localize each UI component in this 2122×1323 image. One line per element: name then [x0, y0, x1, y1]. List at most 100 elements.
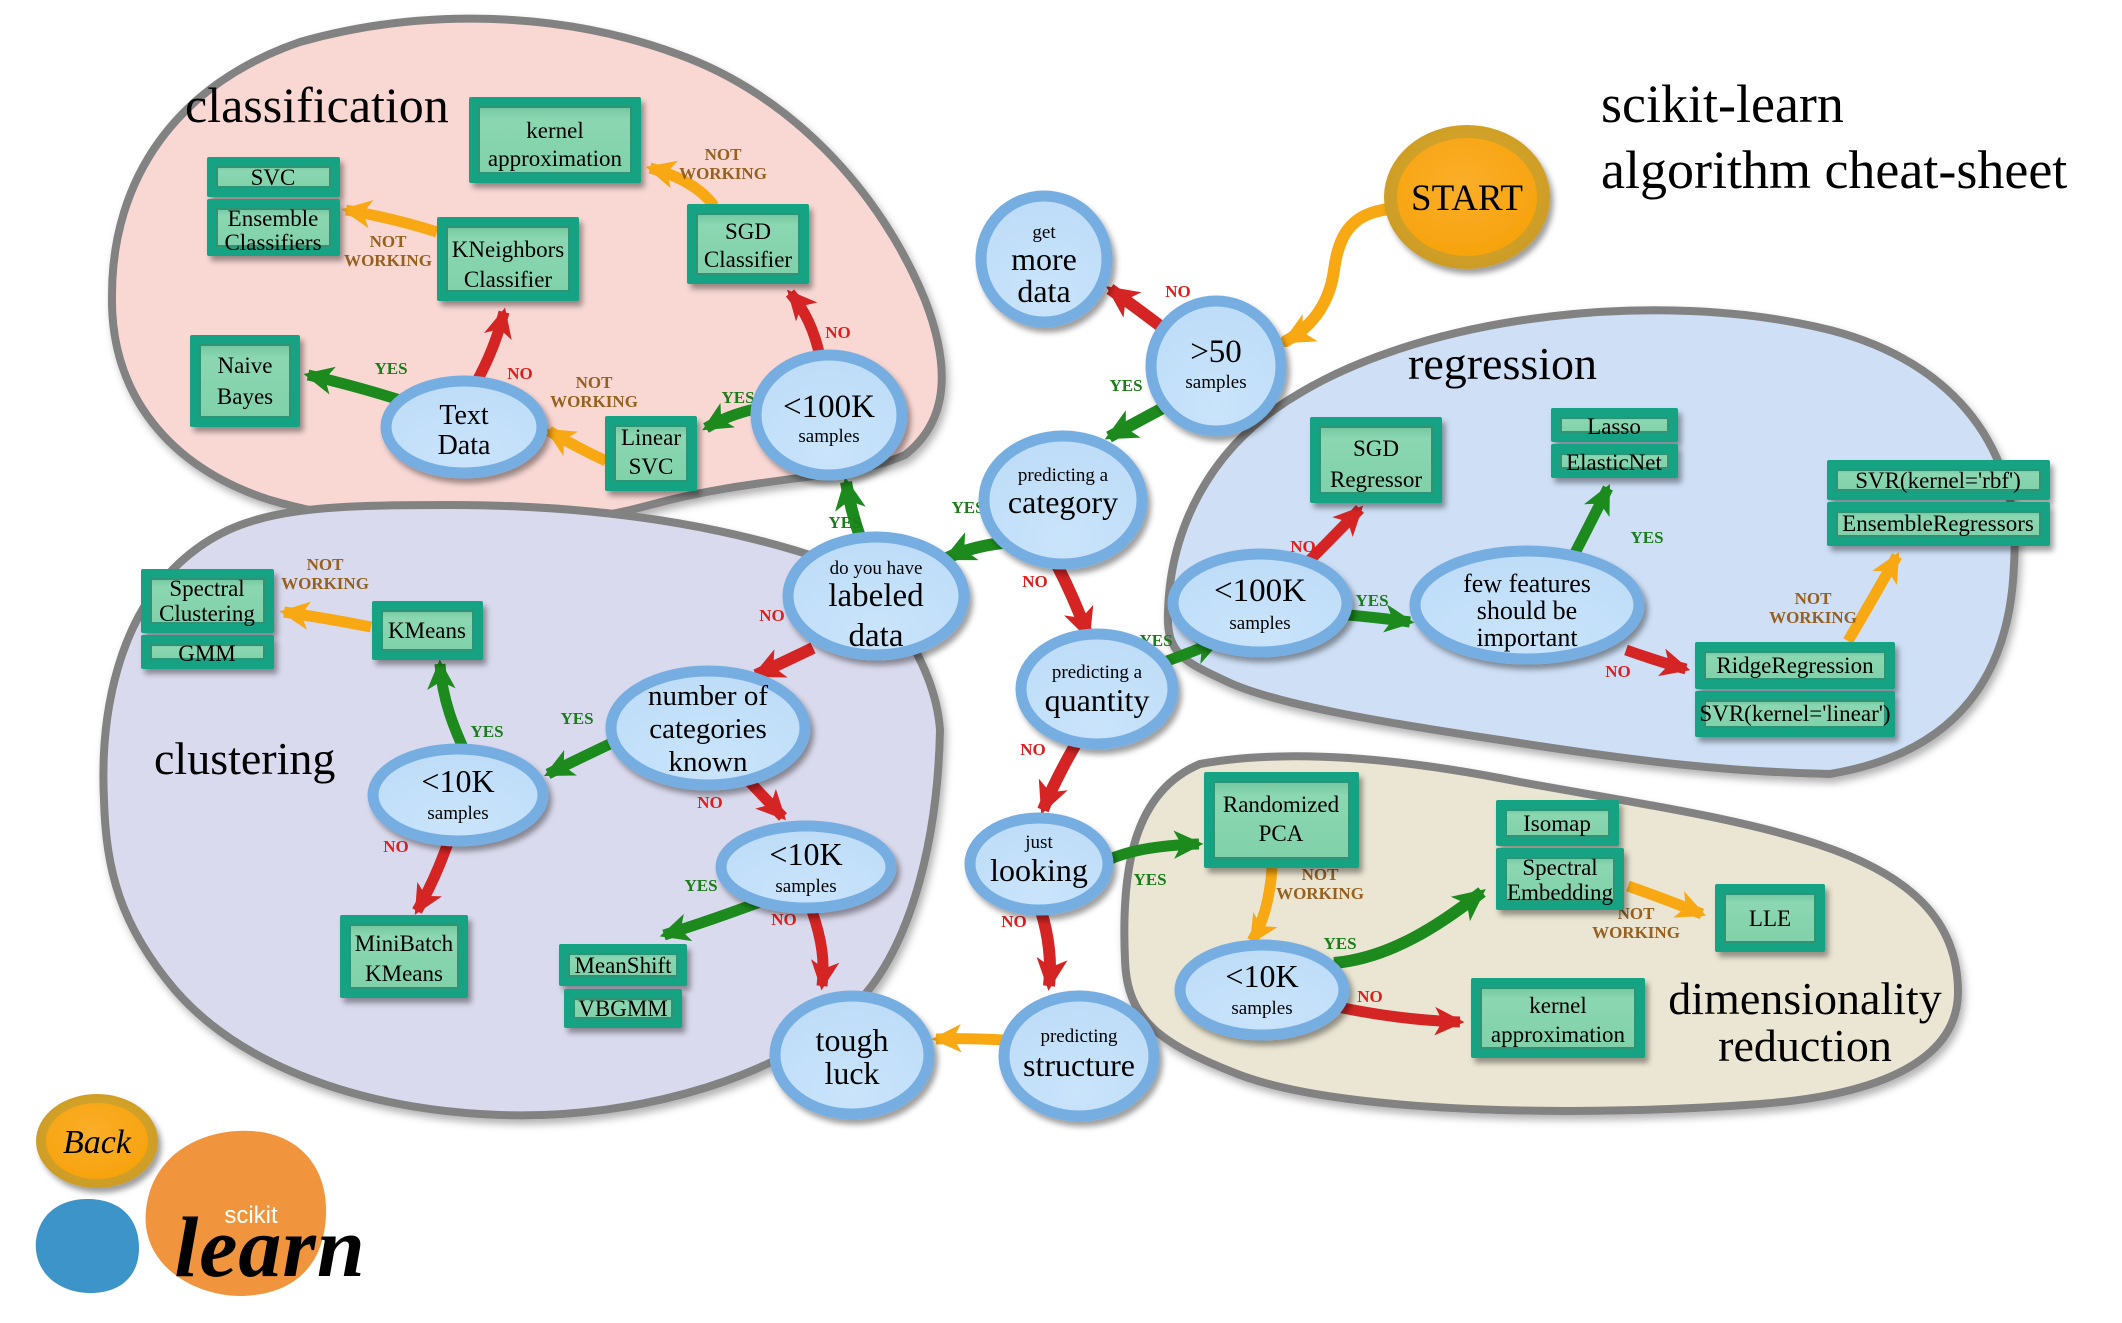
- svg-text:YES: YES: [684, 876, 717, 895]
- svg-text:Spectral: Spectral: [169, 576, 244, 601]
- svg-text:Isomap: Isomap: [1523, 811, 1591, 836]
- svg-text:<100K: <100K: [783, 389, 875, 425]
- svg-text:YES: YES: [1109, 376, 1142, 395]
- svg-text:clustering: clustering: [154, 733, 335, 784]
- svg-text:categories: categories: [649, 713, 767, 745]
- svg-text:Lasso: Lasso: [1587, 414, 1641, 439]
- svg-text:WORKING: WORKING: [1592, 923, 1680, 942]
- svg-text:few features: few features: [1463, 569, 1591, 598]
- svg-text:SGD: SGD: [1353, 436, 1399, 461]
- svg-text:NO: NO: [1020, 740, 1046, 759]
- svg-text:WORKING: WORKING: [1276, 884, 1364, 903]
- svg-text:YES: YES: [1133, 870, 1166, 889]
- svg-text:looking: looking: [990, 852, 1088, 888]
- svg-text:YES: YES: [1355, 591, 1388, 610]
- svg-text:SVC: SVC: [629, 454, 674, 479]
- svg-text:important: important: [1476, 623, 1578, 652]
- svg-text:PCA: PCA: [1259, 821, 1304, 846]
- svg-text:quantity: quantity: [1045, 682, 1150, 718]
- svg-text:samples: samples: [1231, 998, 1292, 1019]
- svg-text:VBGMM: VBGMM: [578, 996, 667, 1021]
- svg-text:YES: YES: [721, 388, 754, 407]
- svg-text:data: data: [1017, 273, 1070, 309]
- svg-text:KMeans: KMeans: [365, 961, 443, 986]
- svg-text:YES: YES: [470, 722, 503, 741]
- svg-text:NOT: NOT: [1795, 589, 1833, 608]
- svg-text:NOT: NOT: [1302, 865, 1340, 884]
- svg-text:Clustering: Clustering: [159, 601, 255, 626]
- svg-text:Regressor: Regressor: [1330, 467, 1422, 492]
- svg-text:Embedding: Embedding: [1507, 880, 1614, 905]
- svg-text:SGD: SGD: [725, 219, 771, 244]
- svg-text:samples: samples: [427, 803, 488, 824]
- svg-text:number of: number of: [648, 680, 768, 712]
- svg-text:NOT: NOT: [705, 145, 743, 164]
- svg-text:NO: NO: [759, 606, 785, 625]
- svg-text:NO: NO: [1022, 572, 1048, 591]
- svg-text:YES: YES: [951, 498, 984, 517]
- svg-text:data: data: [849, 618, 904, 654]
- svg-text:WORKING: WORKING: [344, 251, 432, 270]
- svg-text:classification: classification: [185, 77, 449, 133]
- svg-text:algorithm cheat-sheet: algorithm cheat-sheet: [1601, 140, 2067, 200]
- svg-text:MiniBatch: MiniBatch: [355, 931, 454, 956]
- svg-text:<100K: <100K: [1214, 573, 1306, 609]
- svg-text:EnsembleRegressors: EnsembleRegressors: [1842, 511, 2034, 536]
- svg-text:YES: YES: [828, 513, 861, 532]
- svg-text:RidgeRegression: RidgeRegression: [1716, 653, 1874, 678]
- svg-text:NOT: NOT: [307, 555, 345, 574]
- svg-text:scikit-learn: scikit-learn: [1601, 74, 1844, 134]
- svg-text:GMM: GMM: [178, 641, 236, 666]
- svg-text:samples: samples: [775, 876, 836, 897]
- svg-text:START: START: [1411, 178, 1523, 219]
- svg-text:Classifier: Classifier: [464, 267, 552, 292]
- svg-text:WORKING: WORKING: [550, 392, 638, 411]
- svg-text:>50: >50: [1190, 334, 1242, 370]
- svg-text:Data: Data: [438, 430, 491, 461]
- svg-text:category: category: [1008, 484, 1118, 520]
- svg-text:SVR(kernel='linear'): SVR(kernel='linear'): [1699, 701, 1890, 726]
- svg-text:labeled: labeled: [828, 578, 924, 614]
- svg-text:luck: luck: [824, 1055, 879, 1091]
- svg-text:NO: NO: [1357, 987, 1383, 1006]
- svg-text:scikit: scikit: [224, 1202, 278, 1229]
- svg-text:SVR(kernel='rbf'): SVR(kernel='rbf'): [1855, 468, 2021, 493]
- svg-text:Classifier: Classifier: [704, 247, 792, 272]
- svg-text:YES: YES: [560, 709, 593, 728]
- svg-text:regression: regression: [1408, 338, 1597, 389]
- svg-text:learn: learn: [174, 1199, 365, 1295]
- svg-text:get: get: [1032, 222, 1056, 243]
- svg-text:do you have: do you have: [830, 558, 923, 579]
- svg-text:NOT: NOT: [1618, 904, 1656, 923]
- svg-text:YES: YES: [1630, 528, 1663, 547]
- svg-text:ElasticNet: ElasticNet: [1566, 450, 1662, 475]
- svg-text:Linear: Linear: [621, 425, 681, 450]
- svg-text:samples: samples: [798, 426, 859, 447]
- svg-text:NO: NO: [1290, 537, 1316, 556]
- svg-text:predicting: predicting: [1040, 1026, 1118, 1047]
- svg-text:NO: NO: [825, 323, 851, 342]
- svg-text:LLE: LLE: [1749, 906, 1791, 931]
- svg-text:Spectral: Spectral: [1522, 855, 1597, 880]
- svg-text:predicting a: predicting a: [1018, 465, 1109, 486]
- svg-text:<10K: <10K: [421, 763, 494, 799]
- svg-text:Ensemble: Ensemble: [228, 206, 319, 231]
- svg-text:just: just: [1024, 832, 1053, 853]
- svg-text:Bayes: Bayes: [217, 384, 273, 409]
- svg-text:YES: YES: [374, 359, 407, 378]
- svg-text:approximation: approximation: [488, 146, 623, 171]
- svg-text:NO: NO: [697, 793, 723, 812]
- svg-text:KNeighbors: KNeighbors: [452, 237, 564, 262]
- svg-text:reduction: reduction: [1718, 1020, 1892, 1071]
- svg-text:samples: samples: [1229, 613, 1290, 634]
- svg-text:NO: NO: [1605, 662, 1631, 681]
- svg-text:WORKING: WORKING: [1769, 608, 1857, 627]
- svg-text:Back: Back: [63, 1124, 132, 1161]
- svg-text:dimensionality: dimensionality: [1668, 973, 1941, 1024]
- svg-text:Text: Text: [439, 400, 489, 431]
- svg-text:NO: NO: [1165, 282, 1191, 301]
- svg-text:structure: structure: [1023, 1047, 1135, 1083]
- svg-text:MeanShift: MeanShift: [574, 953, 672, 978]
- svg-text:known: known: [669, 746, 748, 778]
- svg-text:Randomized: Randomized: [1223, 792, 1340, 817]
